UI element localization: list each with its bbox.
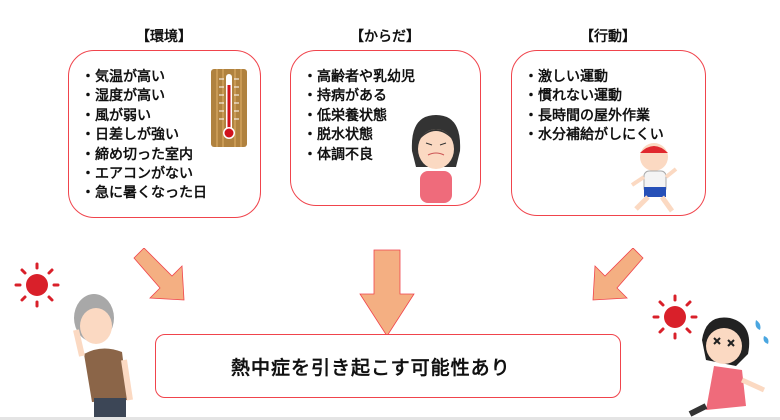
list-item: ・激しい運動: [524, 69, 608, 85]
collapsed-girl-illustration: [688, 317, 769, 417]
list-item: ・湿度が高い: [81, 88, 165, 105]
list-item: ・締め切った室内: [81, 146, 193, 163]
list-item: ・脱水状態: [303, 127, 373, 144]
list-item: ・エアコンがない: [81, 166, 193, 183]
sun-icon: [652, 294, 698, 340]
list-item: ・日差しが強い: [81, 127, 179, 144]
section-title-body: 【からだ】: [350, 29, 420, 45]
result-box: 熱中症を引き起こす可能性あり: [155, 334, 621, 398]
environment-box: ・気温が高い ・湿度が高い ・風が弱い ・日差しが強い ・締め切った室内 ・エア…: [68, 50, 261, 218]
floor-line: [0, 417, 780, 420]
list-item: ・慣れない運動: [524, 88, 622, 105]
dizzy-elderly-man-illustration: [73, 294, 133, 420]
section-title-environment: 【環境】: [136, 29, 192, 45]
thermometer-icon: [211, 69, 247, 147]
list-item: ・高齢者や乳幼児: [303, 69, 415, 85]
list-item: ・風が弱い: [81, 107, 151, 124]
list-item: ・気温が高い: [81, 69, 165, 85]
arrow-down: [359, 249, 415, 337]
section-title-action: 【行動】: [580, 29, 636, 45]
list-item: ・体調不良: [303, 146, 373, 163]
arrow-down-left: [592, 248, 644, 301]
list-item: ・水分補給がしにくい: [524, 127, 664, 144]
body-box: ・高齢者や乳幼児 ・持病がある ・低栄養状態 ・脱水状態 ・体調不良: [290, 50, 481, 206]
arrow-down-right: [133, 248, 185, 301]
list-item: ・長時間の屋外作業: [524, 107, 650, 124]
action-box: ・激しい運動 ・慣れない運動 ・長時間の屋外作業 ・水分補給がしにくい: [511, 50, 706, 216]
result-text: 熱中症を引き起こす可能性あり: [231, 357, 511, 379]
list-item: ・持病がある: [303, 88, 387, 105]
list-item: ・低栄養状態: [303, 107, 387, 124]
running-boy-illustration: [630, 143, 678, 213]
sun-icon: [14, 262, 60, 308]
sick-woman-illustration: [411, 115, 461, 203]
list-item: ・急に暑くなった日: [81, 185, 207, 202]
